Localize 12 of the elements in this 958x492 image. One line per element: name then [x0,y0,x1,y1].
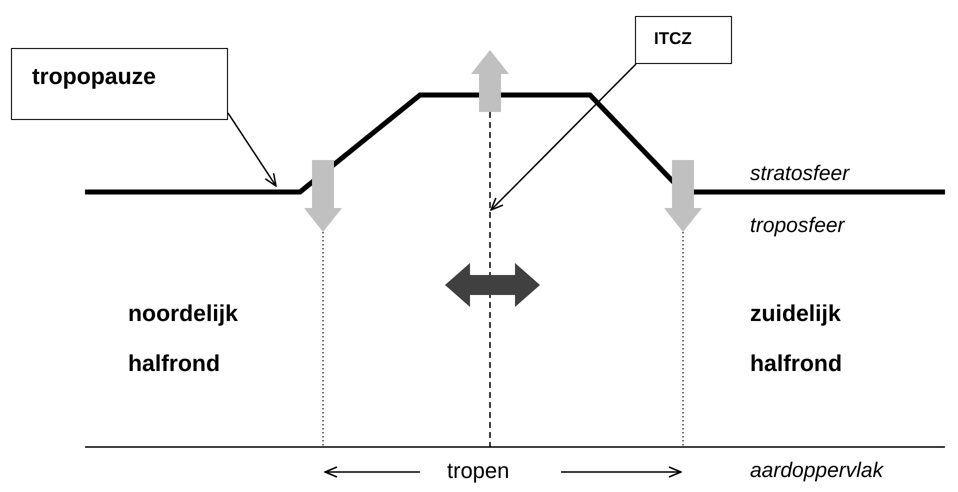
dashed-line [489,112,491,447]
zone-label: tropen [447,457,510,485]
label-box: ITCZ [635,16,732,64]
tropopause-line [85,92,945,194]
layer-label: troposfeer [750,213,846,239]
leader-line [227,112,277,187]
label-box: tropopauze [11,48,228,120]
layer-label: stratosfeer [750,161,851,187]
region-label: noordelijk halfrond [128,299,239,378]
leader-line [490,63,637,211]
surface-label: aardoppervlak [750,458,885,484]
region-label: zuidelijk halfrond [750,299,843,378]
